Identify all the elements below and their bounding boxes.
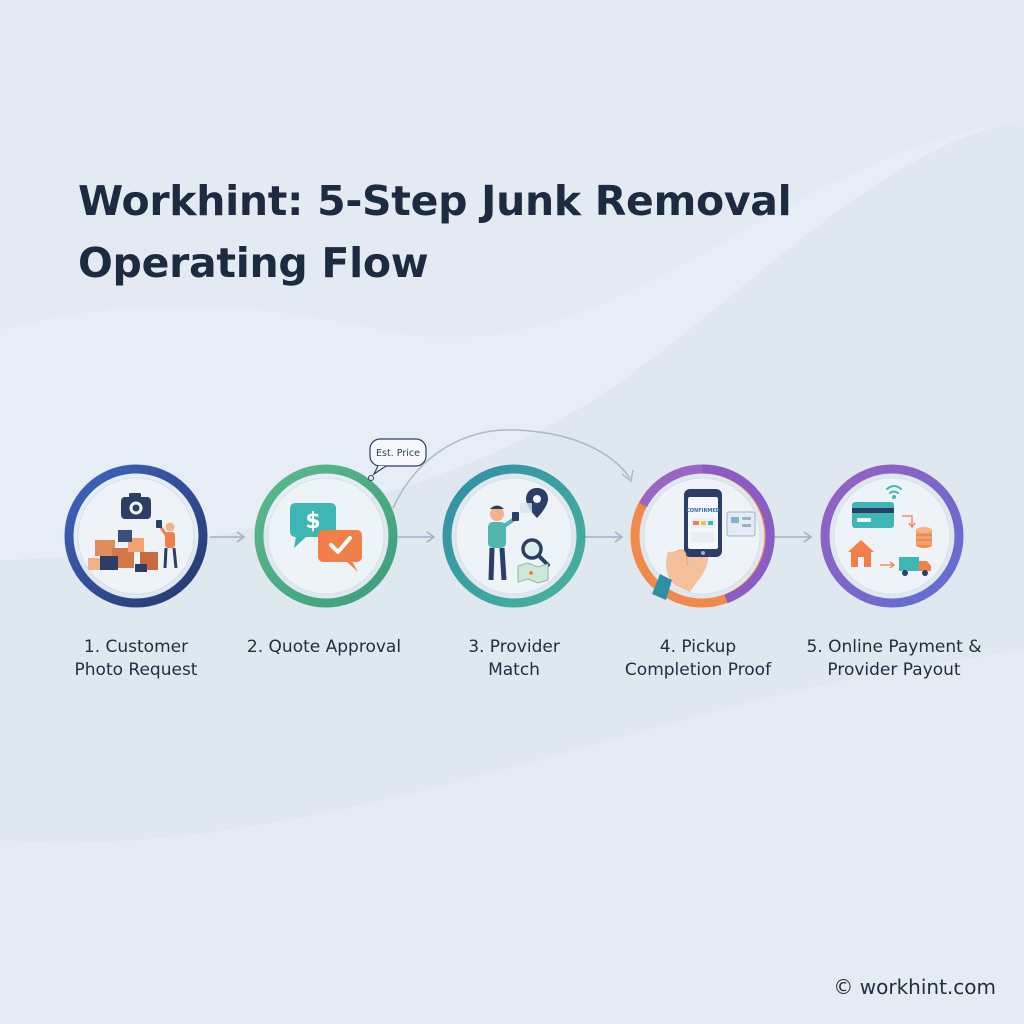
title-line-2: Operating Flow	[78, 239, 429, 287]
phone-in-hand-icon: CONFIRMED	[652, 489, 722, 600]
step-5-node	[820, 464, 964, 608]
step-1-label-line-2: Photo Request	[74, 660, 198, 680]
step-5-label: 5. Online Payment & Provider Payout	[799, 636, 989, 682]
flow-arrows-icon	[880, 515, 916, 569]
step-4-label-line-2: Completion Proof	[624, 660, 772, 680]
check-chat-icon	[318, 530, 362, 572]
junk-pile-icon	[88, 530, 158, 572]
step-5-label-line-2: Provider Payout	[827, 660, 961, 680]
copyright-footer: © workhint.com	[833, 975, 996, 999]
checklist-card-icon	[726, 511, 756, 537]
step-1-node	[64, 464, 208, 608]
step-2-label: 2. Quote Approval	[229, 636, 419, 659]
curved-connector-arrow	[392, 429, 634, 509]
callout-text: Est. Price	[376, 448, 420, 459]
estimated-price-callout: Est. Price	[368, 438, 427, 481]
truck-icon	[899, 557, 931, 576]
worker-person-icon	[488, 505, 519, 581]
step-1-label: 1. Customer Photo Request	[41, 636, 231, 682]
camera-icon	[121, 493, 151, 519]
connector-arrow-3-4	[585, 531, 624, 543]
step-4-label-line-1: 4. Pickup	[659, 637, 737, 657]
house-icon	[848, 540, 874, 567]
connector-arrow-1-2	[210, 531, 246, 543]
step-4-node: CONFIRMED	[630, 464, 775, 608]
map-icon	[517, 562, 549, 584]
step-1-label-line-1: 1. Customer	[83, 637, 189, 657]
magnifier-icon	[521, 538, 550, 567]
step-3-node	[442, 464, 586, 608]
step-3-label-line-2: Match	[488, 660, 540, 680]
svg-text:$: $	[305, 509, 320, 534]
connector-arrow-4-5	[772, 531, 813, 543]
step-2-node: $	[254, 464, 398, 608]
phone-confirmed-text: CONFIRMED	[686, 508, 720, 514]
step-3-label: 3. Provider Match	[419, 636, 609, 682]
person-icon	[156, 520, 178, 569]
title-line-1: Workhint: 5-Step Junk Removal	[78, 177, 792, 225]
page-title: Workhint: 5-Step Junk Removal Operating …	[78, 170, 898, 294]
price-chat-icon: $	[290, 503, 336, 548]
step-5-label-line-1: 5. Online Payment &	[806, 637, 982, 657]
step-2-label-line-1: 2. Quote Approval	[246, 637, 402, 657]
connector-arrow-2-3	[398, 531, 436, 543]
coins-icon	[916, 527, 932, 548]
step-4-label: 4. Pickup Completion Proof	[603, 636, 793, 682]
credit-card-icon	[852, 502, 894, 528]
wifi-icon	[886, 485, 902, 499]
step-3-label-line-1: 3. Provider	[468, 637, 560, 657]
